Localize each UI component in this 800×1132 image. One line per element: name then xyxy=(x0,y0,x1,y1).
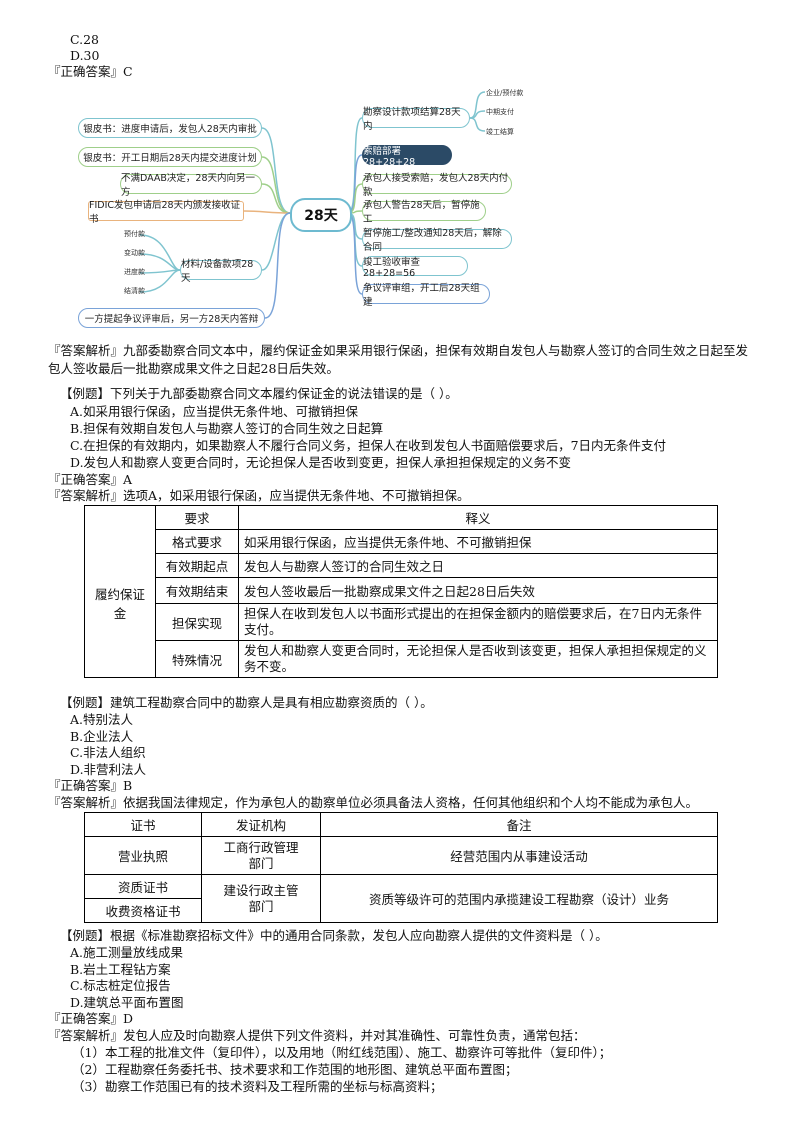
mind-map-right-node: 承包人接受索赔，发包人28天内付款 xyxy=(362,173,512,198)
option-a: A.特别法人 xyxy=(70,712,134,727)
option-c: C.非法人组织 xyxy=(70,745,146,760)
answer-analysis: 『答案解析』依据我国法律规定，作为承包人的勘察单位必须具备法人资格，任何其他组织… xyxy=(48,795,699,810)
table-cell: 担保人在收到发包人以书面形式提出的在担保金额内的赔偿要求后，在7日内无条件支付。 xyxy=(238,603,718,641)
guarantee-table: 要求 释义 履约保证金 格式要求 如采用银行保函，应当提供无条件地、不可撤销担保… xyxy=(84,505,718,678)
table-cell: 发包人和勘察人变更合同时，无论担保人是否收到该变更，担保人承担担保规定的义务不变… xyxy=(238,640,718,678)
correct-answer: 『正确答案』B xyxy=(48,778,133,793)
table-cell: 如采用银行保函，应当提供无条件地、不可撤销担保 xyxy=(238,529,718,554)
option-a: A.如采用银行保函，应当提供无条件地、可撤销担保 xyxy=(70,404,359,419)
option-c: C.标志桩定位报告 xyxy=(70,978,171,993)
table-cell: 发包人签收最后一批勘察成果文件之日起28日后失效 xyxy=(238,577,718,604)
mind-map-right-node: 索赔部署28+28+28 xyxy=(362,145,452,168)
option-c: C.在担保的有效期内，如果勘察人不履行合同义务，担保人在收到发包人书面赔偿要求后… xyxy=(70,438,667,453)
mind-map-leaf: 变动款 xyxy=(124,249,145,257)
list-item: （2）工程勘察任务委托书、技术要求和工作范围的地形图、建筑总平面布置图； xyxy=(72,1062,518,1077)
mind-map-left-node: 银皮书：进度申请后，发包人28天内审批 xyxy=(78,118,262,138)
answer-analysis: 『答案解析』选项A，如采用银行保函，应当提供无条件地、不可撤销担保。 xyxy=(48,488,470,503)
table-cell: 担保实现 xyxy=(155,603,239,641)
table-cell: 建设行政主管部门 xyxy=(201,874,321,923)
option-b: B.企业法人 xyxy=(70,729,134,744)
table-cell: 营业执照 xyxy=(84,836,202,875)
option-d: D.发包人和勘察人变更合同时，无论担保人是否收到变更，担保人承担担保规定的义务不… xyxy=(70,455,572,470)
mind-map-right-node: 暂停施工/整改通知28天后，解除合同 xyxy=(362,228,512,253)
correct-answer: 『正确答案』C xyxy=(48,64,133,79)
mind-map-right-node: 争议评审组，开工后28天组建 xyxy=(362,283,490,308)
table-cell: 收费资格证书 xyxy=(84,898,202,923)
table-cell: 资质证书 xyxy=(84,874,202,899)
correct-answer: 『正确答案』D xyxy=(48,1011,134,1026)
table-corner xyxy=(84,505,156,530)
certificate-table: 证书 发证机构 备注 营业执照 工商行政管理部门 经营范围内从事建设活动 资质证… xyxy=(84,812,718,923)
list-item: （1）本工程的批准文件（复印件），以及用地（附红线范围）、施工、勘察许可等批件（… xyxy=(72,1045,612,1060)
mind-map-left-node: FIDIC发包申请后28天内颁发接收证书 xyxy=(88,200,244,225)
table-header: 备注 xyxy=(320,812,718,837)
table-cell: 特殊情况 xyxy=(155,640,239,678)
option-d: D.建筑总平面布置图 xyxy=(70,995,184,1010)
option-b: B.担保有效期自发包人与勘察人签订的合同生效之日起算 xyxy=(70,421,384,436)
mind-map-right-node: 勘察设计款项结算28天内 xyxy=(362,107,470,132)
table-cell: 有效期结束 xyxy=(155,577,239,604)
question: 【例题】下列关于九部委勘察合同文本履约保证金的说法错误的是（ ）。 xyxy=(60,386,458,401)
question: 【例题】根据《标准勘察招标文件》中的通用合同条款，发包人应向勘察人提供的文件资料… xyxy=(60,928,608,943)
mind-map-left-node: 一方提起争议评审后，另一方28天内答辩 xyxy=(78,308,265,328)
option-d: D.非营利法人 xyxy=(70,762,147,777)
option-d: D.30 xyxy=(70,48,100,63)
table-cell: 经营范围内从事建设活动 xyxy=(320,836,718,875)
table-cell: 发包人与勘察人签订的合同生效之日 xyxy=(238,553,718,578)
option-a: A.施工测量放线成果 xyxy=(70,945,184,960)
table-header: 要求 xyxy=(155,505,239,530)
mind-map-leaf: 预付款 xyxy=(124,230,145,238)
mind-map-center: 28天 xyxy=(290,198,352,232)
mind-map-left-node: 不满DAAB决定，28天内向另一方 xyxy=(120,173,262,198)
option-b: B.岩土工程钻方案 xyxy=(70,962,171,977)
table-cell: 工商行政管理部门 xyxy=(201,836,321,875)
table-header: 证书 xyxy=(84,812,202,837)
table-header: 释义 xyxy=(238,505,718,530)
list-item: （3）勘察工作范围已有的技术资料及工程所需的坐标与标高资料； xyxy=(72,1079,443,1094)
mind-map-leaf: 结清款 xyxy=(124,287,145,295)
correct-answer: 『正确答案』A xyxy=(48,472,133,487)
mind-map-leaf: 进度款 xyxy=(124,268,145,276)
mind-map-left-node: 材料/设备款项28天 xyxy=(180,259,262,284)
option-c: C.28 xyxy=(70,32,99,47)
mind-map-leaf: 竣工结算 xyxy=(486,128,514,136)
mind-map-leaf: 企业/预付款 xyxy=(486,89,524,97)
table-cell: 资质等级许可的范围内承揽建设工程勘察（设计）业务 xyxy=(320,874,718,923)
question: 【例题】建筑工程勘察合同中的勘察人是具有相应勘察资质的（ ）。 xyxy=(60,695,433,710)
table-group-cell: 履约保证金 xyxy=(84,529,156,678)
mind-map-left-node: 银皮书：开工日期后28天内提交进度计划 xyxy=(78,147,262,167)
table-cell: 格式要求 xyxy=(155,529,239,554)
table-cell: 有效期起点 xyxy=(155,553,239,578)
answer-analysis: 『答案解析』发包人应及时向勘察人提供下列文件资料，并对其准确性、可靠性负责，通常… xyxy=(48,1028,586,1043)
mind-map: 28天 银皮书：进度申请后，发包人28天内审批 银皮书：开工日期后28天内提交进… xyxy=(0,0,800,340)
answer-analysis: 『答案解析』九部委勘察合同文本中，履约保证金如果采用银行保函，担保有效期自发包人… xyxy=(48,343,749,376)
mind-map-right-node: 承包人警告28天后，暂停施工 xyxy=(362,200,486,225)
table-header: 发证机构 xyxy=(201,812,321,837)
mind-map-right-node: 竣工验收审查28+28=56 xyxy=(362,256,468,279)
mind-map-leaf: 中期支付 xyxy=(486,108,514,116)
